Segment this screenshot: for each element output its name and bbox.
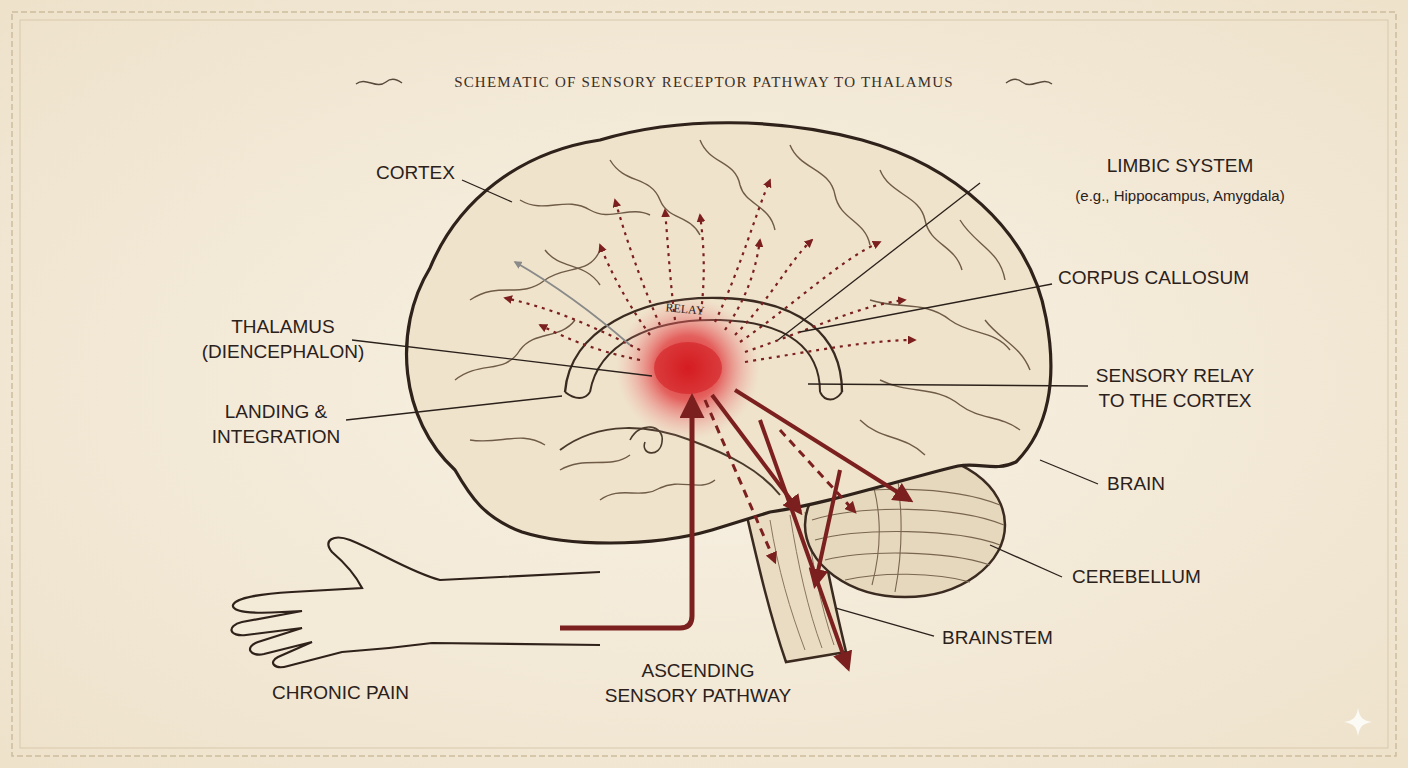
part-label: BRAINSTEM (942, 625, 1092, 650)
gyri-lines (455, 140, 1030, 500)
descending-arrows (712, 390, 910, 668)
cerebrum-outline (407, 123, 1051, 543)
diagram-title: SCHEMATIC OF SENSORY RECEPTOR PATHWAY TO… (404, 72, 1004, 92)
thalamus-glow (616, 296, 760, 440)
part-label: LANDING & INTEGRATION (201, 399, 351, 449)
part-label: CEREBELLUM (1072, 564, 1232, 589)
part-label: BRAIN (1107, 471, 1207, 496)
cortex-projections (505, 180, 915, 362)
pathway-label: ASCENDING SENSORY PATHWAY (598, 658, 798, 708)
descending-dashed-arrows (705, 400, 855, 562)
corpus-callosum-band (565, 298, 842, 400)
ascending-pathway-arrow (560, 398, 692, 628)
part-note: (e.g., Hippocampus, Amygdala) (1075, 183, 1285, 208)
part-label: LIMBIC SYSTEM (1080, 153, 1280, 178)
cortex-projection-grey (515, 262, 630, 345)
arm-hand (231, 538, 600, 667)
temporal-lobe-line (560, 428, 780, 495)
part-label: THALAMUS (DIENCEPHALON) (193, 314, 373, 364)
leader-lines (346, 180, 1098, 636)
corner-sparkle (1344, 708, 1372, 736)
part-label: SENSORY RELAY TO THE CORTEX (1085, 363, 1265, 413)
part-label: CORPUS CALLOSUM (1058, 265, 1288, 290)
part-label: CORTEX (376, 160, 486, 185)
symptom-label: CHRONIC PAIN (272, 680, 442, 705)
thalamus-core (654, 342, 722, 394)
